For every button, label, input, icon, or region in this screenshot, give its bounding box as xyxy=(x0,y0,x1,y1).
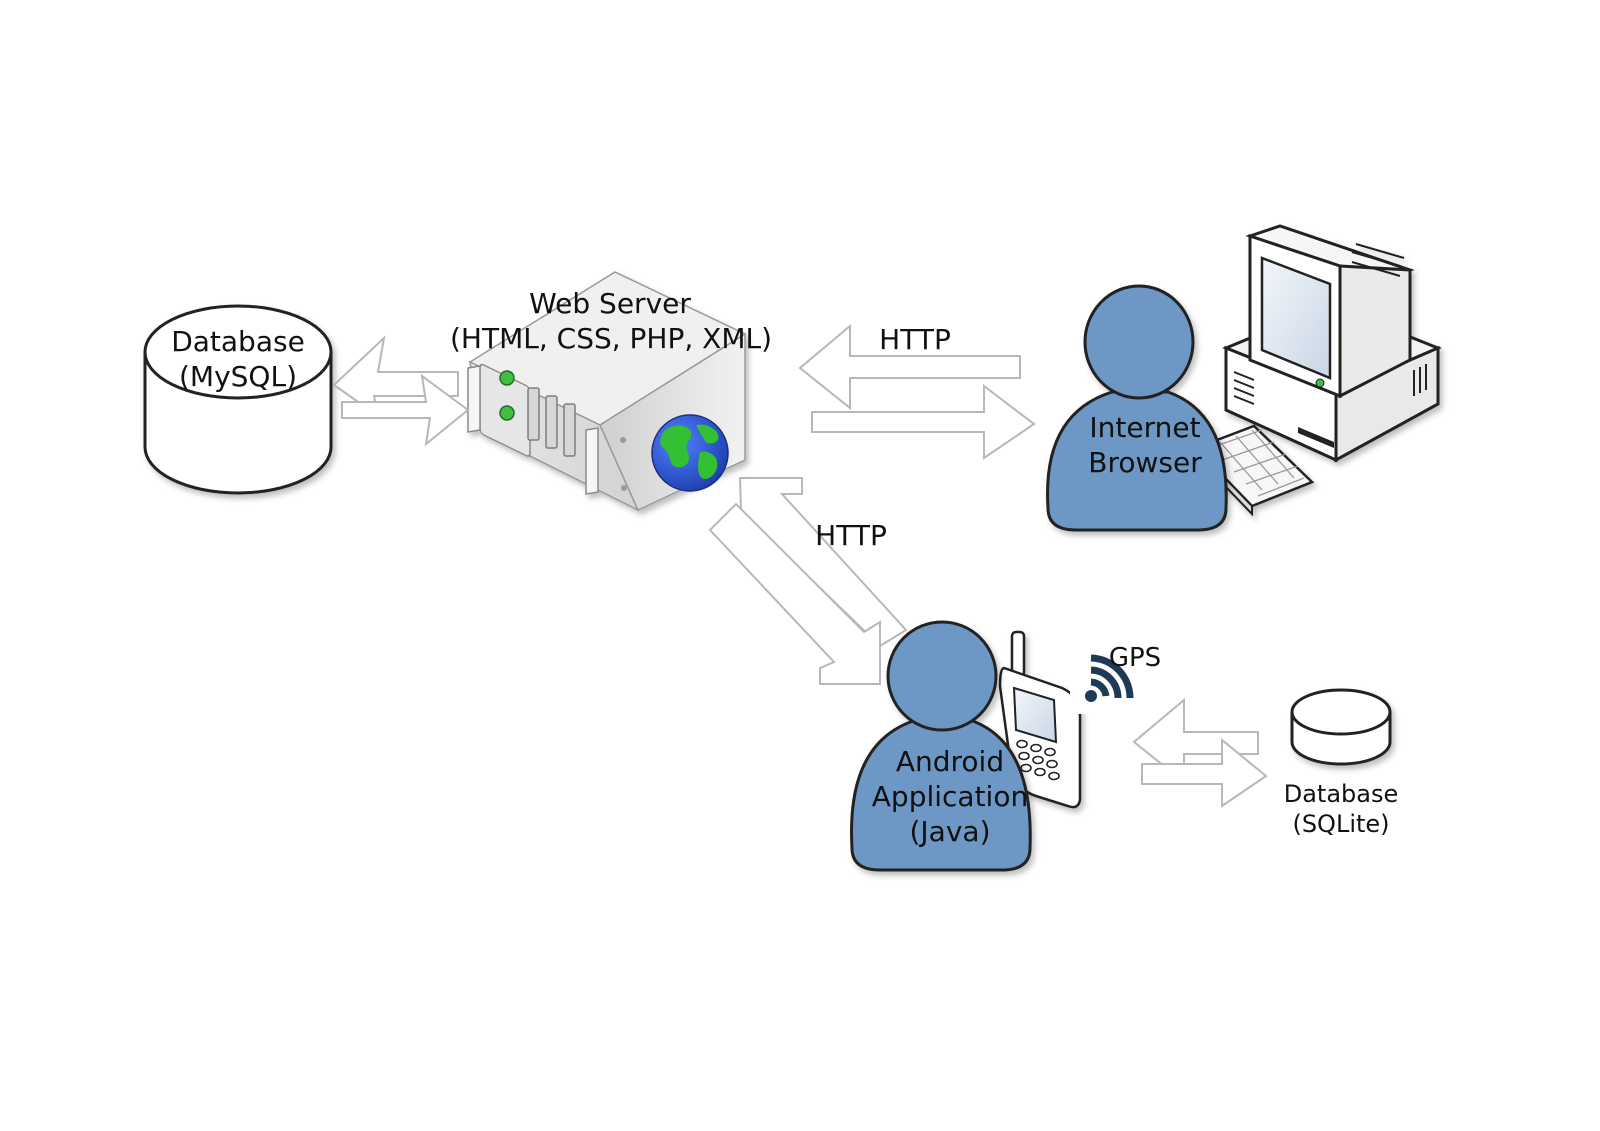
user-icon-android xyxy=(850,620,1032,872)
double-arrow-icon-server-browser xyxy=(798,323,1036,460)
android-application-label: Android Application (Java) xyxy=(860,744,1040,849)
database-mysql-icon xyxy=(143,304,333,495)
database-mysql-title: Database xyxy=(171,325,305,358)
database-sqlite-title: Database xyxy=(1283,780,1399,808)
double-arrow-icon-phone-sqlite xyxy=(1132,697,1268,808)
android-application-line2: Application xyxy=(871,780,1029,813)
web-server-label: Web Server (HTML, CSS, PHP, XML) xyxy=(450,286,773,356)
http-label-android: HTTP xyxy=(815,519,887,552)
database-sqlite-icon xyxy=(1290,688,1392,766)
internet-browser-line2: Browser xyxy=(1088,446,1202,479)
web-server-title: Web Server xyxy=(529,287,691,320)
gps-signal-icon xyxy=(1070,654,1134,714)
user-icon-browser xyxy=(1046,284,1228,532)
desktop-computer-icon xyxy=(1222,224,1442,463)
internet-browser-line1: Internet xyxy=(1089,411,1201,444)
double-arrow-icon-db-server xyxy=(332,335,470,447)
database-sqlite-label: Database (SQLite) xyxy=(1276,779,1406,839)
globe-icon xyxy=(651,414,729,492)
database-sqlite-subtitle: (SQLite) xyxy=(1292,810,1390,838)
android-application-line1: Android xyxy=(895,745,1005,778)
database-mysql-subtitle: (MySQL) xyxy=(179,360,297,393)
http-label-browser: HTTP xyxy=(879,323,951,356)
web-server-subtitle: (HTML, CSS, PHP, XML) xyxy=(450,322,773,355)
double-arrow-icon-server-android xyxy=(708,477,908,685)
gps-label: GPS xyxy=(1108,643,1162,673)
internet-browser-label: Internet Browser xyxy=(1070,410,1220,480)
database-mysql-label: Database (MySQL) xyxy=(158,324,318,394)
android-application-line3: (Java) xyxy=(909,815,991,848)
